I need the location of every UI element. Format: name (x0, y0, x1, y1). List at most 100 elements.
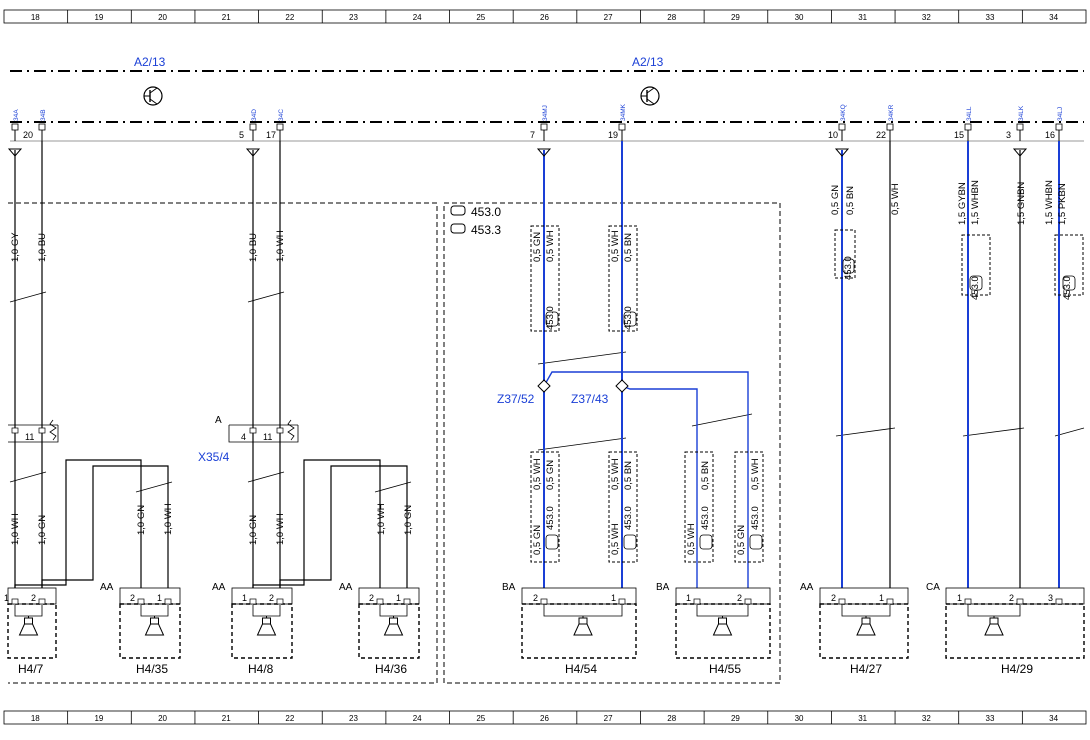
connector-group-label: AA (339, 582, 353, 593)
grid-column-number: 19 (94, 714, 103, 723)
unit-pin: 34B (38, 109, 47, 141)
grid-column-number: 18 (31, 714, 40, 723)
pin-tag: 34KR (888, 104, 895, 121)
grid-column-number: 33 (986, 13, 995, 22)
pin-number: 15 (954, 130, 964, 140)
pin-tag: 34C (278, 109, 285, 121)
speaker-icon (543, 605, 623, 636)
model-code-label: 453.0 (623, 306, 634, 330)
speaker-icon (696, 605, 749, 636)
grid-column-number: 27 (604, 714, 613, 723)
speaker-pin-number: 1 (686, 593, 691, 603)
connector-pin-number: 11 (25, 432, 34, 442)
connector-group-label: BA (502, 582, 516, 593)
splice-label: Z37/52 (497, 392, 535, 406)
speaker-pin-number: 1 (157, 593, 162, 603)
speaker-H4-55: 1 2H4/55 BA (656, 582, 771, 676)
wire-label: 0,5 WH (610, 523, 621, 555)
grid-column-number: 23 (349, 714, 358, 723)
speaker-pin-number: 1 (396, 593, 401, 603)
model-code-label: 453.0 (700, 506, 711, 530)
speaker-label: H4/8 (248, 662, 274, 676)
speaker-label: H4/55 (709, 662, 741, 676)
wire-label: 1,0 GN (136, 505, 147, 535)
car-icon (545, 258, 1076, 550)
speaker-pin-number: 2 (737, 593, 742, 603)
grid-column-number: 31 (858, 714, 867, 723)
wire-label: 1,5 WHBN (1044, 180, 1055, 225)
speaker-label: H4/54 (565, 662, 597, 676)
pin-tag: 34LK (1018, 105, 1025, 121)
grid-column-number: 23 (349, 13, 358, 22)
pin-number: 16 (1045, 130, 1055, 140)
wire-label: 1,0 GN (403, 505, 414, 535)
grid-column-number: 21 (222, 13, 231, 22)
wire-label: 1,0 WH (376, 503, 387, 535)
wire-label: 0,5 BN (623, 233, 634, 262)
pin-tag: 34B (40, 109, 47, 121)
wire-label: 0,5 BN (845, 186, 856, 215)
pin-number: 5 (239, 130, 244, 140)
connector-group-label: AA (800, 582, 814, 593)
pin-tag: 34A (13, 109, 20, 121)
model-code: 453.0 (471, 205, 501, 219)
speaker-pin-number: 1 (611, 593, 616, 603)
speaker-label: H4/29 (1001, 662, 1033, 676)
grid-column-number: 30 (795, 714, 804, 723)
model-code-label: 453.0 (970, 276, 981, 300)
pin-tag: 34D (251, 109, 258, 121)
model-marker-boxes (530, 225, 1084, 563)
speaker-pin-number: 2 (1009, 593, 1014, 603)
speaker-pin-number: 1 (879, 593, 884, 603)
speaker-pin-number: 1 (242, 593, 247, 603)
grid-column-number: 33 (986, 714, 995, 723)
speaker-label: H4/7 (18, 662, 44, 676)
grid-column-number: 31 (858, 13, 867, 22)
wire-label: 1,0 WH (163, 503, 174, 535)
model-code: 453.3 (471, 223, 501, 237)
unit-label-left: A2/13 (134, 55, 166, 69)
grid-column-number: 29 (731, 714, 740, 723)
connector-pin-number: 4 (241, 432, 246, 442)
wire-label: 0,5 GN (736, 525, 747, 555)
grid-column-number: 18 (31, 13, 40, 22)
grid-column-number: 20 (158, 13, 167, 22)
wires-black (14, 141, 1021, 600)
pin-tag: 34MJ (542, 105, 549, 121)
pin-number: 20 (23, 130, 33, 140)
grid-column-number: 32 (922, 714, 931, 723)
wire-label: 0,5 BN (623, 461, 634, 490)
grid-column-number: 28 (667, 13, 676, 22)
speaker-icon (379, 605, 408, 636)
grid-column-number: 24 (413, 714, 422, 723)
speaker-pin-number: 2 (369, 593, 374, 603)
ground-icon (7, 148, 1028, 157)
grid-column-number: 27 (604, 13, 613, 22)
speaker-label: H4/35 (136, 662, 168, 676)
wire-label: 0,5 GN (545, 460, 556, 490)
wire-label: 0,5 BN (700, 461, 711, 490)
speaker-pin-number: 3 (1048, 593, 1053, 603)
wire-label: 0,5 WH (686, 523, 697, 555)
grid-column-number: 29 (731, 13, 740, 22)
connector-group-label: BA (656, 582, 670, 593)
wire-label: 0,5 WH (545, 230, 556, 262)
pin-tag: 34LL (966, 106, 973, 121)
grid-column-number: 34 (1049, 714, 1058, 723)
wire-label: 1,0 WH (275, 513, 286, 545)
unit-pin: 34A 20 (11, 109, 33, 141)
wire-label: 0,5 WH (890, 183, 901, 215)
grid-column-number: 22 (285, 13, 294, 22)
pin-number: 19 (608, 130, 618, 140)
